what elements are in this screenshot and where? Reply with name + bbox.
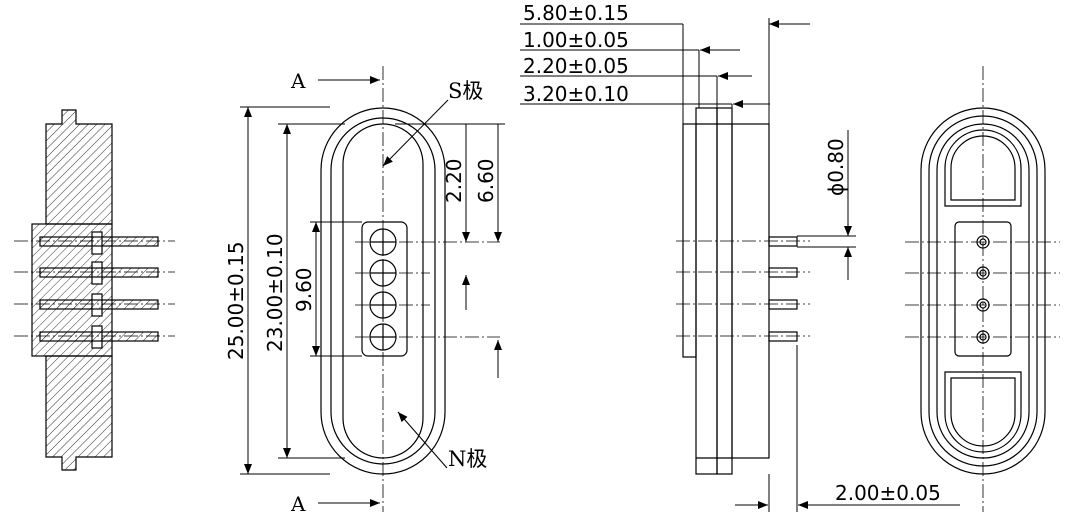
dim-inner-length: 23.00±0.10	[263, 233, 287, 352]
section-pins	[39, 236, 159, 342]
front-view	[240, 66, 505, 512]
side-pins	[768, 236, 798, 342]
south-pole-label: S极	[448, 79, 483, 103]
dim-s-first-pin: 2.20	[442, 158, 466, 203]
north-pole-label: N极	[448, 447, 487, 471]
dim-body-step: 2.20±0.05	[523, 54, 629, 78]
section-view	[14, 109, 175, 471]
dim-pin-protrusion: 2.00±0.05	[835, 481, 941, 505]
section-label-bottom: A	[290, 492, 306, 516]
dim-s-first-pin-outer: 6.60	[474, 158, 498, 203]
dim-total-length: 25.00±0.15	[224, 241, 248, 360]
dim-pin-span: 9.60	[292, 267, 316, 312]
dim-pin-diameter: ϕ0.80	[824, 138, 848, 196]
dim-depth-total: 5.80±0.15	[523, 1, 629, 25]
dim-flange-thickness: 1.00±0.05	[523, 28, 629, 52]
back-view	[905, 66, 1060, 512]
section-label-top: A	[290, 69, 306, 93]
dim-body-depth: 3.20±0.10	[523, 82, 629, 106]
